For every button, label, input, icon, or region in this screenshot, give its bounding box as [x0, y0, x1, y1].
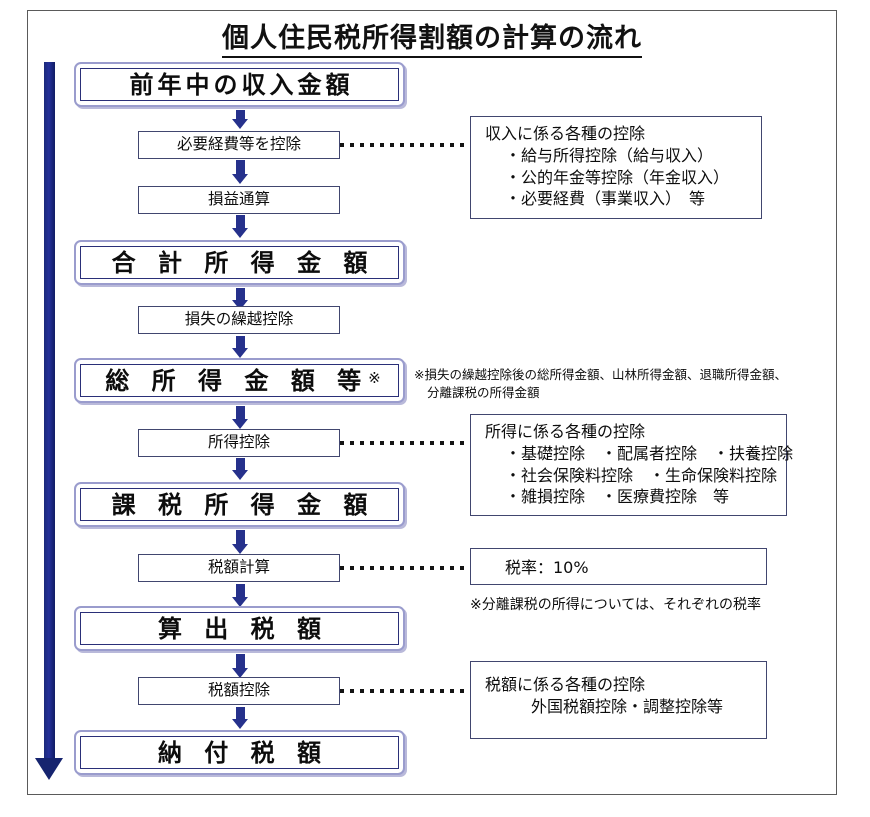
flow-arrow-shaft	[236, 215, 245, 228]
flow-arrow-shaft	[236, 654, 245, 668]
main-box-label-text: 算 出 税 額	[157, 614, 329, 643]
main-box-label-text: 総 所 得 金 額 等	[105, 366, 369, 395]
step-box-label: 税額計算	[207, 558, 270, 577]
tax-rate-footnote: ※分離課税の所得については、それぞれの税率	[470, 597, 762, 613]
note-item: ・必要経費（事業収入） 等	[505, 189, 706, 209]
flow-arrow-head	[232, 470, 248, 480]
step-box-label: 税額控除	[207, 681, 270, 700]
main-box-inner: 合 計 所 得 金 額	[80, 246, 399, 279]
tax-rate-value: 税率：10%	[505, 558, 589, 577]
main-box-inner: 課 税 所 得 金 額	[80, 488, 399, 521]
flow-arrow-head	[232, 300, 248, 310]
main-box-label-text: 課 税 所 得 金 額	[111, 490, 375, 519]
note-box-income-based-deductions: 所得に係る各種の控除 ・基礎控除 ・配属者控除 ・扶養控除 ・社会保険料控除 ・…	[470, 414, 794, 516]
flow-arrow-shaft	[236, 336, 245, 348]
flow-arrow-head	[232, 544, 248, 554]
dotted-connector-1	[340, 143, 470, 147]
main-box-inner: 納 付 税 額	[80, 736, 399, 769]
step-box-loss-carryover-deduction: 損失の繰越控除	[138, 306, 340, 334]
note-item: ・給与所得控除（給与収入）	[505, 145, 714, 165]
main-box-label-text: 納 付 税 額	[157, 738, 329, 767]
main-box-previous-year-income: 前年中の収入金額	[74, 62, 405, 107]
flow-arrow-head	[232, 228, 248, 238]
footnote-line-2: 分離課税の所得金額	[427, 385, 540, 401]
main-box-taxable-income: 課 税 所 得 金 額	[74, 482, 405, 527]
note-item: ・公的年金等控除（年金収入）	[505, 167, 730, 187]
main-box-label: 課 税 所 得 金 額	[105, 493, 375, 517]
flow-arrow-head	[232, 597, 248, 607]
note-item: ・基礎控除 ・配属者控除 ・扶養控除	[505, 443, 794, 463]
main-box-inner: 総 所 得 金 額 等※	[80, 364, 399, 397]
flow-arrow-head	[232, 174, 248, 184]
page-title-text: 個人住民税所得割額の計算の流れ	[222, 23, 642, 58]
main-box-label: 総 所 得 金 額 等※	[98, 369, 380, 393]
note-box-tax-rate: 税率：10%	[470, 548, 767, 585]
step-box-label: 損益通算	[207, 190, 270, 209]
flow-arrow-head	[232, 668, 248, 678]
main-box-total-income: 合 計 所 得 金 額	[74, 240, 405, 285]
main-box-label: 納 付 税 額	[151, 741, 328, 765]
flow-arrow-shaft	[236, 707, 245, 719]
flow-arrow-shaft	[236, 530, 245, 544]
step-box-tax-calculation: 税額計算	[138, 554, 340, 582]
step-box-tax-credit: 税額控除	[138, 677, 340, 705]
note-heading: 収入に係る各種の控除	[485, 124, 646, 143]
dotted-connector-3	[340, 566, 470, 570]
main-box-label-text: 前年中の収入金額	[129, 70, 354, 99]
flow-arrow-shaft	[236, 458, 245, 470]
main-box-calculated-tax: 算 出 税 額	[74, 606, 405, 651]
main-box-tax-payable: 納 付 税 額	[74, 730, 405, 775]
step-box-necessary-expenses-deduction: 必要経費等を控除	[138, 131, 340, 159]
note-item: ・社会保険料控除 ・生命保険料控除	[505, 465, 778, 485]
main-box-inner: 前年中の収入金額	[80, 68, 399, 101]
dotted-connector-4	[340, 689, 470, 693]
note-box-income-deductions: 収入に係る各種の控除 ・給与所得控除（給与収入） ・公的年金等控除（年金収入） …	[470, 116, 762, 219]
flow-arrow-head	[232, 719, 248, 729]
note-heading: 税額に係る各種の控除	[485, 675, 646, 694]
footnote-line-1: ※損失の繰越控除後の総所得金額、山林所得金額、退職所得金額、	[414, 367, 787, 382]
step-box-label: 必要経費等を控除	[176, 135, 301, 154]
step-box-profit-loss-offset: 損益通算	[138, 186, 340, 214]
note-item: 外国税額控除・調整控除等	[531, 696, 724, 716]
main-box-label: 前年中の収入金額	[126, 73, 354, 97]
flow-arrow-head	[232, 348, 248, 358]
note-item: ・雑損控除 ・医療費控除 等	[505, 487, 730, 507]
flow-arrow-shaft	[236, 406, 245, 419]
main-box-label: 合 計 所 得 金 額	[105, 251, 375, 275]
dotted-connector-2	[340, 441, 470, 445]
overall-flow-arrow-shaft	[44, 62, 55, 762]
footnote-gross-income: ※損失の繰越控除後の総所得金額、山林所得金額、退職所得金額、 分離課税の所得金額	[414, 366, 787, 402]
main-box-inner: 算 出 税 額	[80, 612, 399, 645]
step-box-label: 損失の繰越控除	[184, 310, 294, 329]
step-box-income-deduction: 所得控除	[138, 429, 340, 457]
note-box-tax-credits: 税額に係る各種の控除 外国税額控除・調整控除等	[470, 661, 767, 739]
main-box-label-text: 合 計 所 得 金 額	[111, 248, 375, 277]
flow-arrow-head	[232, 119, 248, 129]
overall-flow-arrow-head	[35, 758, 63, 780]
flow-arrow-shaft	[236, 584, 245, 597]
flow-arrow-head	[232, 419, 248, 429]
step-box-label: 所得控除	[207, 433, 270, 452]
page-title: 個人住民税所得割額の計算の流れ	[27, 16, 837, 58]
main-box-label-mark: ※	[368, 368, 381, 387]
main-box-gross-income-etc: 総 所 得 金 額 等※	[74, 358, 405, 403]
flow-arrow-shaft	[236, 160, 245, 174]
flow-arrow-shaft	[236, 110, 245, 119]
main-box-label: 算 出 税 額	[151, 617, 328, 641]
note-heading: 所得に係る各種の控除	[485, 422, 646, 441]
flow-arrow-shaft	[236, 288, 245, 300]
